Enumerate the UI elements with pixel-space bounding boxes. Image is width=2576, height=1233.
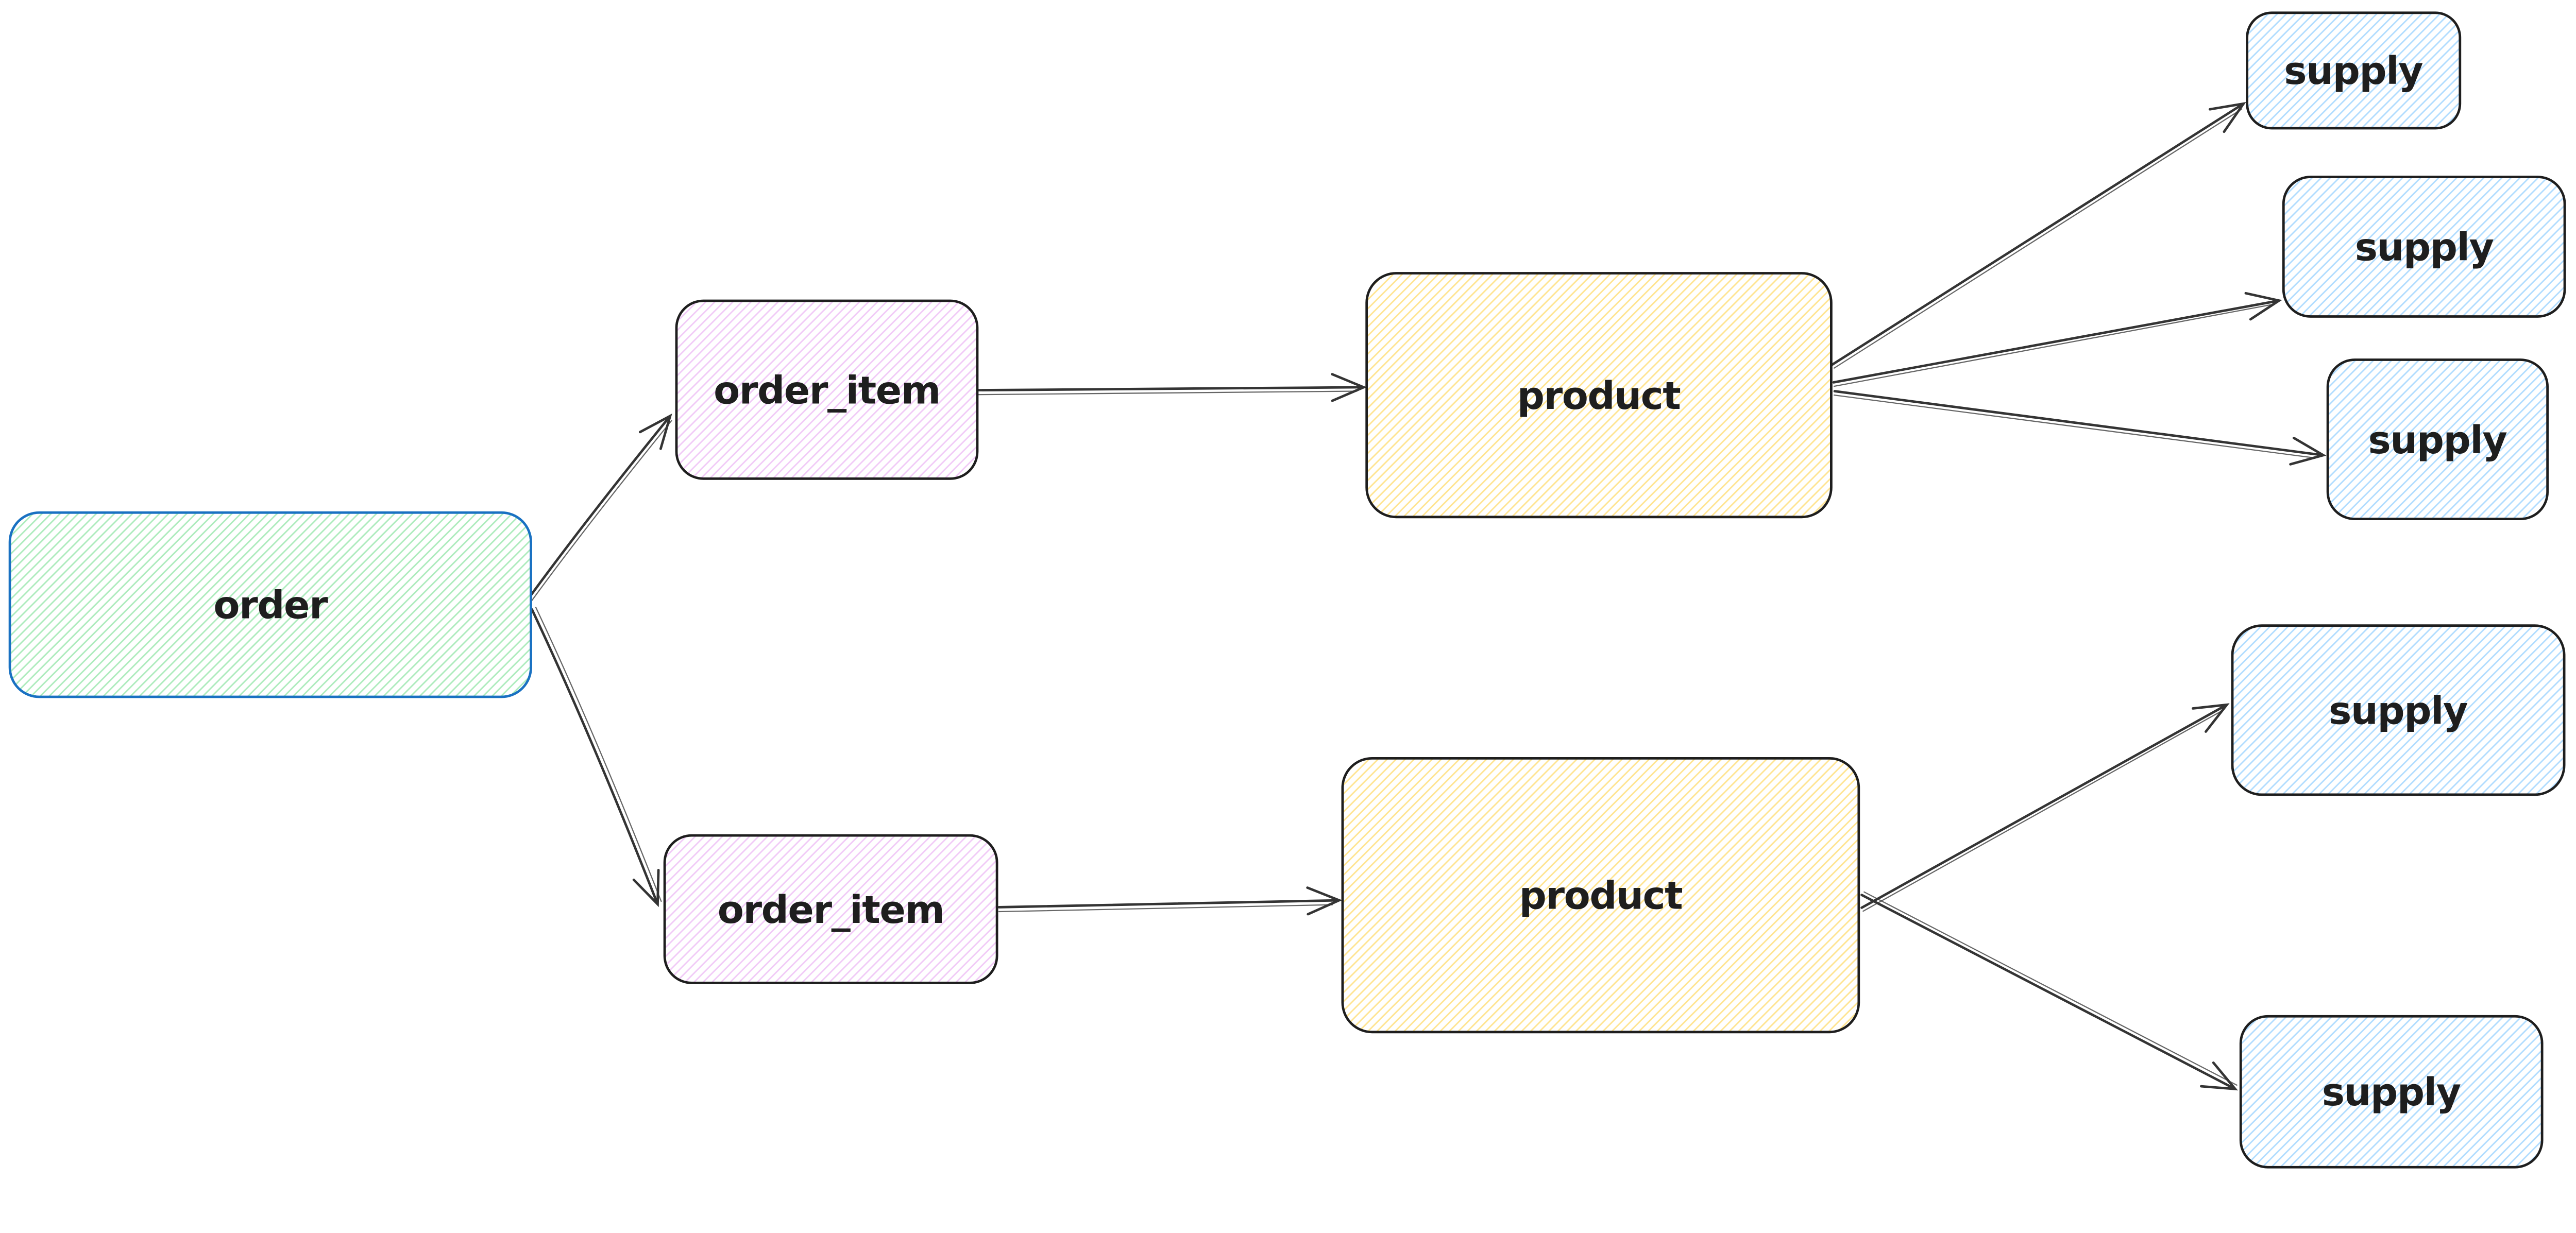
- node-supply-2-label: supply: [2355, 225, 2494, 270]
- edge-overdraw-stroke: [1863, 891, 2238, 1086]
- edge-overdraw-stroke: [998, 904, 1333, 913]
- edge-order-item-bottom-to-product-bottom[interactable]: [997, 886, 1343, 916]
- edge-overdraw-stroke: [975, 390, 1358, 396]
- edge-product-top-to-supply-3[interactable]: [1833, 390, 2327, 466]
- node-supply-4-label: supply: [2329, 689, 2468, 733]
- diagram-svg: order order_item order_item product prod…: [8, 11, 2566, 1169]
- node-product-bottom[interactable]: product: [1341, 757, 1860, 1034]
- node-order-label: order: [213, 583, 328, 627]
- node-supply-3-shape[interactable]: [2326, 358, 2549, 521]
- edge-product-top-to-supply-2[interactable]: [1832, 292, 2282, 384]
- node-supply-1-label: supply: [2284, 48, 2423, 93]
- edge-order-item-top-to-product-top[interactable]: [975, 373, 1367, 402]
- node-supply-5-shape[interactable]: [2239, 1015, 2544, 1169]
- node-supply-2-shape[interactable]: [2282, 176, 2566, 318]
- edge-product-top-to-supply-1[interactable]: [1831, 101, 2246, 366]
- diagram-canvas: order order_item order_item product prod…: [8, 11, 2566, 1169]
- node-order-item-top[interactable]: order_item: [675, 299, 979, 480]
- edge-product-bottom-to-supply-5[interactable]: [1860, 894, 2238, 1091]
- node-product-top[interactable]: product: [1365, 272, 1833, 519]
- edge-overdraw-stroke: [1833, 395, 2316, 459]
- edge-order-to-order-item-bottom[interactable]: [531, 608, 660, 907]
- node-order-item-top-shape[interactable]: [675, 299, 979, 480]
- edge-order-to-order-item-top[interactable]: [526, 413, 672, 602]
- node-product-bottom-shape[interactable]: [1341, 757, 1860, 1034]
- edge-product-bottom-to-supply-4[interactable]: [1860, 703, 2230, 909]
- edge-overdraw-stroke: [535, 607, 662, 902]
- node-supply-1[interactable]: supply: [2246, 11, 2462, 130]
- node-product-bottom-label: product: [1519, 873, 1683, 918]
- node-order-item-bottom[interactable]: order_item: [663, 834, 998, 984]
- node-order[interactable]: order: [8, 511, 532, 698]
- edge-layer: [526, 101, 2327, 1091]
- node-order-item-bottom-label: order_item: [718, 887, 944, 932]
- node-supply-1-shape[interactable]: [2246, 11, 2462, 130]
- node-supply-4-shape[interactable]: [2231, 624, 2566, 796]
- node-order-item-top-label: order_item: [714, 368, 940, 413]
- edge-overdraw-stroke: [1833, 304, 2272, 387]
- node-order-item-bottom-shape[interactable]: [663, 834, 998, 984]
- node-product-top-shape[interactable]: [1365, 272, 1833, 519]
- node-supply-5-label: supply: [2322, 1070, 2461, 1115]
- node-supply-5[interactable]: supply: [2239, 1015, 2544, 1169]
- node-supply-4[interactable]: supply: [2231, 624, 2566, 796]
- edge-overdraw-stroke: [528, 420, 672, 605]
- node-supply-3-label: supply: [2368, 418, 2507, 463]
- node-product-top-label: product: [1517, 373, 1681, 418]
- edge-overdraw-stroke: [1862, 709, 2225, 912]
- node-supply-3[interactable]: supply: [2326, 358, 2549, 521]
- edge-overdraw-stroke: [1833, 108, 2243, 369]
- node-order-shape[interactable]: [8, 511, 532, 698]
- node-supply-2[interactable]: supply: [2282, 176, 2566, 318]
